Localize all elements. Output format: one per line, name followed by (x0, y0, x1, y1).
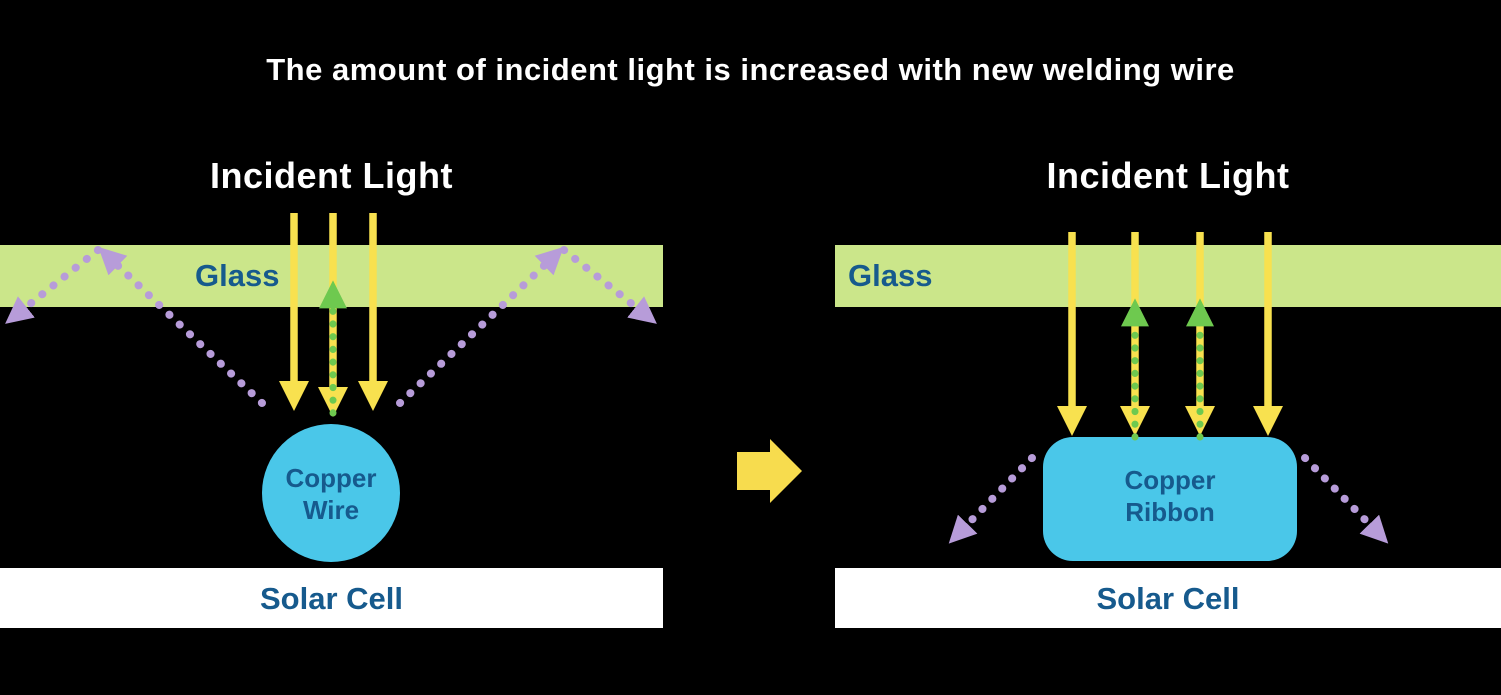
incident-light-label-left: Incident Light (210, 155, 453, 196)
scattered-light-arrow (396, 246, 564, 407)
solar-cell-panel-right (835, 568, 1501, 628)
solar-cell-panel-left (0, 568, 663, 628)
solar-cell-label-right: Solar Cell (1096, 581, 1240, 616)
solar-cell-label-left: Solar Cell (260, 581, 403, 616)
scattered-light-arrow (98, 246, 266, 407)
copper-wire-shape (262, 424, 400, 562)
incident-light-label-right: Incident Light (1046, 155, 1290, 196)
copper-wire-label-line1: Copper (285, 463, 377, 493)
copper-ribbon-label-line2: Ribbon (1125, 497, 1215, 527)
copper-wire-label-line2: Wire (302, 495, 360, 525)
glass-panel-right (835, 245, 1501, 307)
transform-arrow-icon (737, 439, 802, 503)
copper-ribbon-shape (1043, 437, 1297, 561)
copper-ribbon-label-line1: Copper (1124, 465, 1216, 495)
scattered-light-arrow (948, 454, 1036, 544)
glass-label-right: Glass (848, 258, 933, 293)
copper-ribbon-label: Copper Ribbon (1043, 464, 1297, 528)
copper-wire-label: Copper Wire (261, 462, 401, 526)
scattered-light-arrow (560, 246, 657, 324)
scattered-light-arrow (5, 246, 102, 324)
glass-label-left: Glass (195, 258, 280, 293)
diagram-title: The amount of incident light is increase… (266, 52, 1235, 87)
scattered-light-arrow (1301, 454, 1389, 544)
